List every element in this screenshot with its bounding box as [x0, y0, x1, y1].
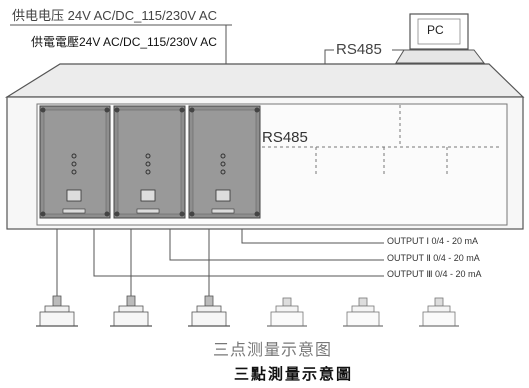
analyzer-module-3	[188, 105, 261, 219]
caption-simplified: 三点测量示意图	[213, 342, 333, 359]
output-3-label: OUTPUT Ⅲ 0/4 - 20 mA	[387, 269, 482, 279]
analyzer-module-2	[113, 105, 186, 219]
sensor-head-5	[343, 297, 383, 327]
output-wires	[93, 229, 384, 277]
pc-label: PC	[427, 23, 444, 37]
caption-traditional: 三點測量示意圖	[234, 366, 354, 383]
pc-icon	[395, 13, 486, 64]
output-1-label: OUTPUT Ⅰ 0/4 - 20 mA	[387, 236, 479, 246]
sensor-head-6	[419, 297, 459, 327]
sensor-wires	[56, 229, 210, 296]
sensor-head-2	[110, 295, 152, 327]
rs485-internal-label: RS485	[262, 129, 308, 146]
analyzer-module-1	[39, 105, 111, 219]
supply-voltage-label-simplified: 供电电压 24V AC/DC_115/230V AC	[12, 8, 217, 23]
cabinet-top	[4, 63, 525, 98]
sensor-head-1	[36, 295, 78, 327]
sensor-head-4	[267, 297, 307, 327]
internal-wiring	[262, 105, 500, 176]
rs485-link-label: RS485	[336, 41, 382, 58]
sensor-head-3	[188, 295, 230, 327]
rs485-link-left	[324, 49, 334, 64]
output-2-label: OUTPUT Ⅱ 0/4 - 20 mA	[387, 253, 480, 263]
supply-voltage-label-traditional: 供電電壓24V AC/DC_115/230V AC	[31, 35, 217, 49]
